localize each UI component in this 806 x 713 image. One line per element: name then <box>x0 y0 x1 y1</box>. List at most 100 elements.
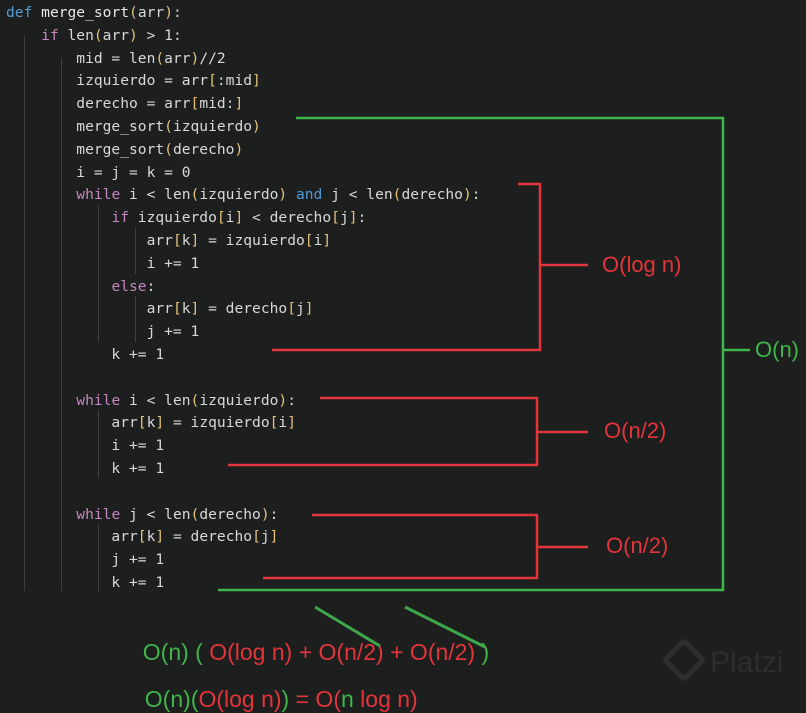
code-token: ) <box>278 186 288 204</box>
code-line: j += 1 <box>6 549 481 572</box>
code-token: mid: <box>199 95 235 113</box>
code-line: j += 1 <box>6 321 481 344</box>
code-token: = derecho <box>199 300 288 318</box>
code-token: ( <box>164 140 173 158</box>
strike-mark <box>314 605 381 648</box>
code-block: def merge_sort(arr): if len(arr) > 1: mi… <box>6 2 481 595</box>
code-token: izquierdo <box>137 209 217 227</box>
indent-guide <box>24 36 25 591</box>
code-token: [ <box>137 528 147 546</box>
code-token: arr <box>6 414 138 432</box>
code-token: i += 1 <box>6 437 165 455</box>
formula-part: log n) <box>353 686 418 712</box>
code-line: arr[k] = izquierdo[i] <box>6 230 481 253</box>
bracket-log-n <box>272 182 542 352</box>
code-token: ) <box>234 140 244 158</box>
code-token: j < len <box>331 186 393 204</box>
strike-marks <box>314 605 486 649</box>
code-token: i <box>278 414 288 432</box>
code-token: else <box>111 277 147 295</box>
code-token: izquierdo <box>172 117 253 135</box>
code-token: ) <box>129 26 138 44</box>
formula-part: O(n)( <box>144 686 199 712</box>
code-token: [ <box>269 414 279 432</box>
code-token: ( <box>190 505 200 523</box>
code-token: ( <box>93 26 103 44</box>
indent-guide <box>98 410 99 478</box>
code-line: if len(arr) > 1: <box>6 25 481 48</box>
code-token: //2 <box>199 49 226 67</box>
code-token: [ <box>304 231 314 249</box>
code-token: izquierdo <box>199 391 279 409</box>
code-token: if <box>111 209 138 227</box>
code-line: while i < len(izquierdo) and j < len(der… <box>6 184 480 207</box>
code-token: ( <box>129 4 138 21</box>
watermark-text: Platzi <box>710 646 784 679</box>
code-token: [ <box>190 95 200 113</box>
code-token: : <box>357 209 367 227</box>
code-token: k <box>181 231 191 249</box>
code-line: k += 1 <box>6 344 481 367</box>
code-token: merge_sort <box>41 4 130 21</box>
code-token: if <box>41 26 68 44</box>
code-token: = izquierdo <box>164 414 270 432</box>
code-token: arr <box>137 4 165 21</box>
code-token: i <box>225 209 235 227</box>
code-token: ] <box>155 528 165 546</box>
code-line: k += 1 <box>6 572 481 595</box>
label-n: O(n) <box>755 337 799 362</box>
code-token: ] <box>269 528 279 546</box>
code-token: = derecho <box>164 528 253 546</box>
code-token: ] <box>155 414 165 432</box>
code-token: merge_sort <box>6 140 165 158</box>
code-token: ] <box>190 300 200 318</box>
code-token: ] <box>322 231 332 249</box>
code-token: arr <box>6 231 173 249</box>
code-token: j <box>260 528 270 546</box>
code-token: ( <box>190 391 200 409</box>
code-token: ] <box>234 95 244 113</box>
code-token: while <box>76 186 130 204</box>
formula-part: n <box>340 686 354 712</box>
code-token: [ <box>252 528 261 546</box>
code-token: k += 1 <box>6 345 165 363</box>
code-token: ] <box>348 209 358 227</box>
code-line: i += 1 <box>6 435 481 458</box>
code-token: ] <box>287 414 297 432</box>
code-token: i < len <box>129 391 191 409</box>
code-token: : <box>287 391 296 409</box>
code-line: merge_sort(derecho) <box>6 139 481 162</box>
code-token: [ <box>216 209 226 227</box>
code-line: def merge_sort(arr): <box>6 2 481 25</box>
code-line: i += 1 <box>6 253 481 276</box>
indent-guide <box>135 228 136 274</box>
code-token: while <box>76 505 130 523</box>
formula-line-2: O(n)(O(log n)) = O(n log n) <box>132 659 418 713</box>
indent-guide <box>98 206 99 342</box>
label-n-half-2: O(n/2) <box>606 533 669 558</box>
code-token: ] <box>190 231 200 249</box>
formula-part: O(n) ( <box>142 639 210 665</box>
code-token: [ <box>137 414 147 432</box>
code-line: izquierdo = arr[:mid] <box>6 70 481 93</box>
code-token: ) <box>278 391 288 409</box>
code-line: derecho = arr[mid:] <box>6 93 481 116</box>
label-log-n: O(log n) <box>602 252 682 277</box>
code-token: ] <box>252 72 261 90</box>
code-token: j <box>339 209 349 227</box>
code-token: izquierdo <box>199 186 279 204</box>
code-token: [ <box>172 300 182 318</box>
code-token: i <box>313 231 323 249</box>
code-token: arr <box>164 49 191 67</box>
code-line: else: <box>6 276 481 299</box>
code-line: while j < len(derecho): <box>6 504 481 527</box>
code-token: i = j = k = 0 <box>6 163 191 181</box>
code-token: : <box>146 277 156 295</box>
code-token: k <box>146 414 156 432</box>
code-token: k <box>181 300 191 318</box>
code-token: ) <box>252 117 261 135</box>
code-token: len <box>67 26 94 44</box>
code-token: derecho <box>199 505 261 523</box>
code-token: derecho <box>401 186 463 204</box>
code-token: > 1: <box>137 26 182 44</box>
